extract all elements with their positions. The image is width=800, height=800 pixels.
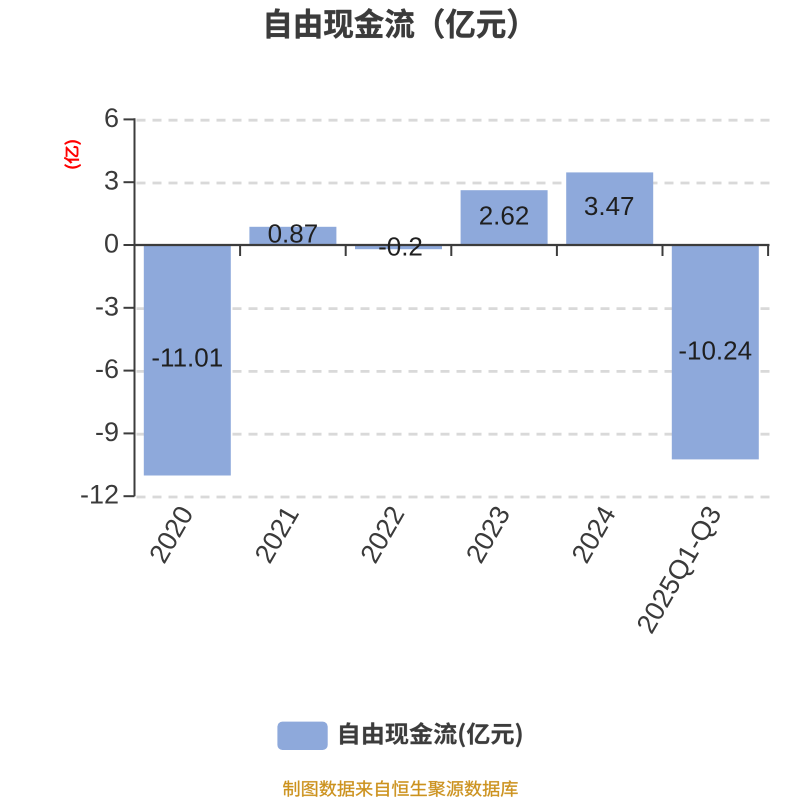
svg-text:-3: -3 [95, 291, 119, 321]
svg-text:-9: -9 [95, 417, 119, 447]
svg-text:-6: -6 [95, 354, 119, 384]
svg-text:3.47: 3.47 [584, 191, 635, 221]
svg-text:6: 6 [104, 103, 119, 133]
svg-text:-0.2: -0.2 [378, 231, 423, 261]
svg-text:-12: -12 [80, 480, 119, 510]
svg-text:2.62: 2.62 [479, 200, 530, 230]
svg-text:-11.01: -11.01 [151, 343, 223, 373]
svg-text:-10.24: -10.24 [678, 335, 752, 365]
svg-text:3: 3 [104, 166, 119, 196]
svg-text:0.87: 0.87 [268, 219, 319, 249]
svg-text:0: 0 [104, 229, 119, 259]
